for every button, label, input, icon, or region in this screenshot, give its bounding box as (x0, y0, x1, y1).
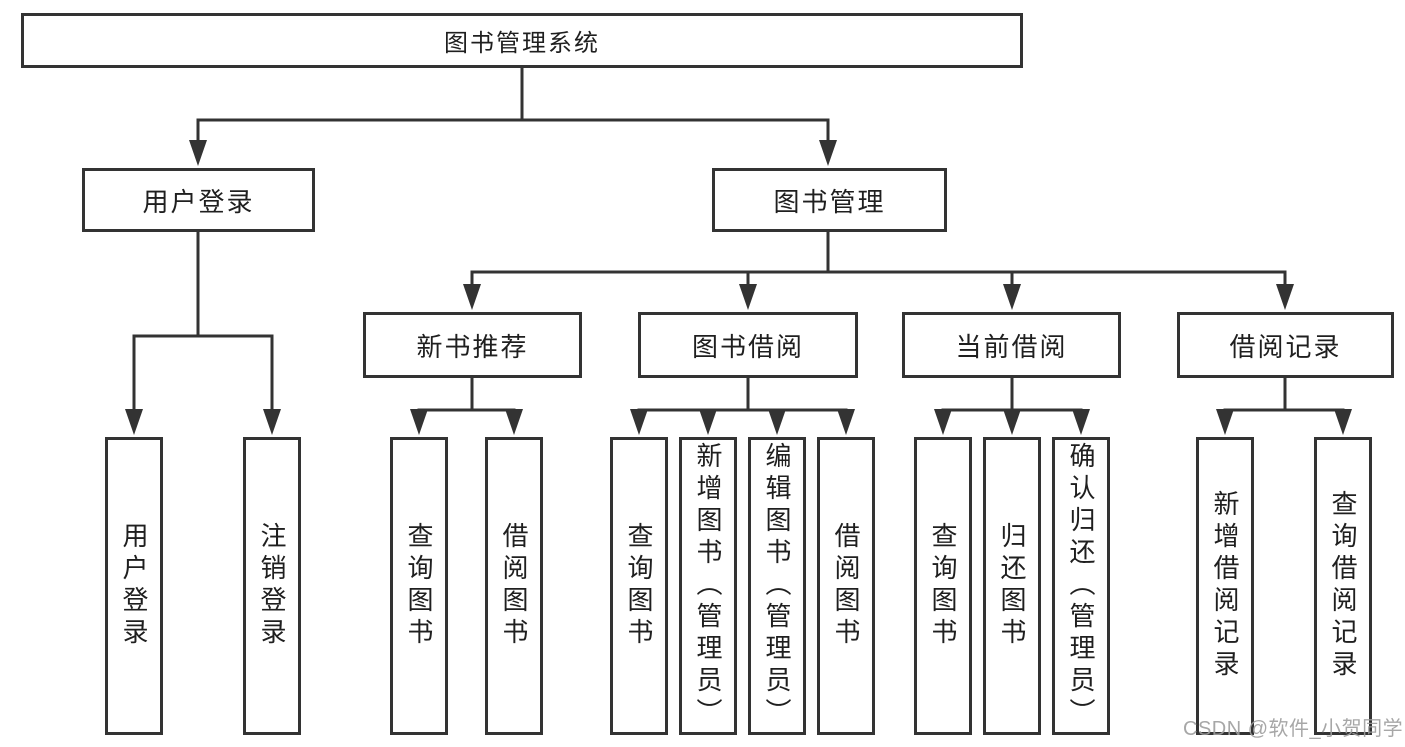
leaf-confirm-return-admin: 确认归还（管理员） (1052, 437, 1110, 735)
leaf-user-login: 用户登录 (105, 437, 163, 735)
csdn-watermark: CSDN @软件_小贺同学 (1183, 718, 1404, 740)
leaf-logout: 注销登录 (243, 437, 301, 735)
leaf-borrow-books-borrow: 借阅图书 (817, 437, 875, 735)
leaf-borrow-books-recommend: 借阅图书 (485, 437, 543, 735)
leaf-query-books-recommend: 查询图书 (390, 437, 448, 735)
leaf-query-books-borrow: 查询图书 (610, 437, 668, 735)
node-book-borrow: 图书借阅 (638, 312, 858, 378)
node-user-login: 用户登录 (82, 168, 315, 232)
node-root: 图书管理系统 (21, 13, 1023, 68)
leaf-add-book-admin: 新增图书（管理员） (679, 437, 737, 735)
node-current-borrow: 当前借阅 (902, 312, 1121, 378)
node-book-management: 图书管理 (712, 168, 947, 232)
leaf-query-books-current: 查询图书 (914, 437, 972, 735)
leaf-add-borrow-record: 新增借阅记录 (1196, 437, 1254, 735)
leaf-edit-book-admin: 编辑图书（管理员） (748, 437, 806, 735)
node-new-book-recommend: 新书推荐 (363, 312, 582, 378)
node-borrow-records: 借阅记录 (1177, 312, 1394, 378)
leaf-query-borrow-record: 查询借阅记录 (1314, 437, 1372, 735)
leaf-return-books: 归还图书 (983, 437, 1041, 735)
